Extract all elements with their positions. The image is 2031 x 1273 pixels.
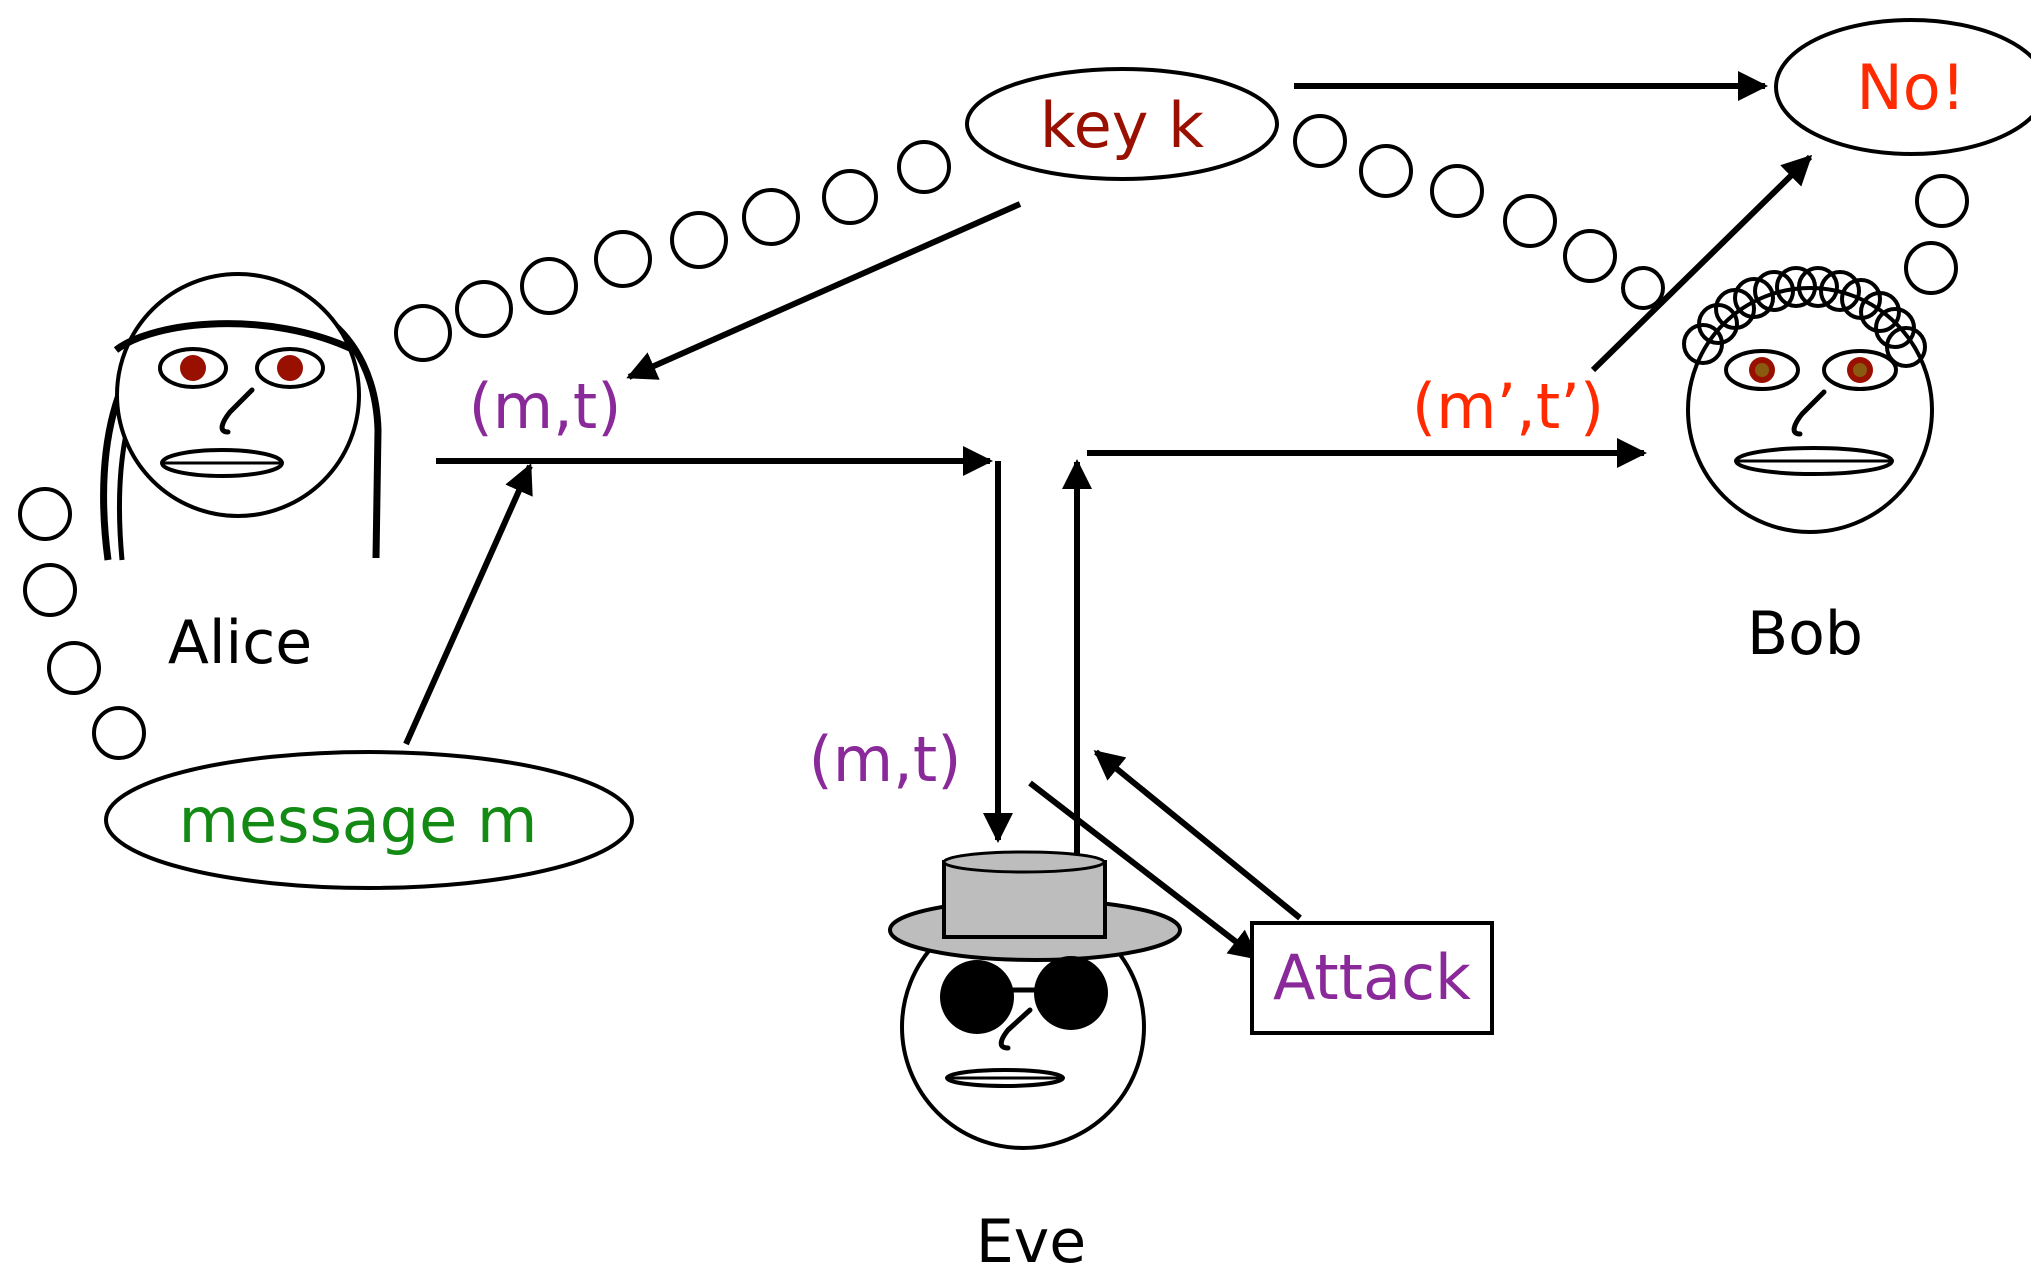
- arrow-message-to-mt: [403, 463, 533, 746]
- message-label: message m: [179, 784, 538, 857]
- arrow-attack-to-eve: [1093, 749, 1302, 921]
- attack-label: Attack: [1273, 941, 1471, 1014]
- alice-name: Alice: [168, 608, 312, 678]
- bob-thought-to-no: [1904, 174, 1969, 295]
- arrow-key-to-mt: [626, 201, 1022, 380]
- message-bubble: message m: [104, 750, 634, 890]
- key-label: key k: [1040, 89, 1204, 162]
- mt-eve-label: (m,t): [809, 723, 962, 796]
- attack-box: Attack: [1250, 921, 1494, 1035]
- bob-thought-to-key: [1293, 114, 1665, 310]
- bob-face-icon: [1682, 266, 1934, 534]
- eve-spy-face-icon: [888, 850, 1182, 1150]
- no-bubble: No!: [1774, 18, 2031, 156]
- arrows: [403, 71, 1813, 961]
- mt-forged-label: (m’,t’): [1412, 370, 1604, 443]
- mt-alice-label: (m,t): [469, 370, 622, 443]
- arrow-eve-to-attack: [1028, 780, 1260, 961]
- bob-name: Bob: [1747, 599, 1863, 669]
- no-label: No!: [1856, 51, 1965, 124]
- alice-thought-to-key: [394, 140, 951, 362]
- eve-name: Eve: [976, 1207, 1086, 1268]
- alice-face-icon: [100, 272, 382, 561]
- key-bubble: key k: [965, 67, 1279, 181]
- arrow-forged-to-no: [1590, 154, 1813, 373]
- alice-thought-to-message: [18, 487, 146, 760]
